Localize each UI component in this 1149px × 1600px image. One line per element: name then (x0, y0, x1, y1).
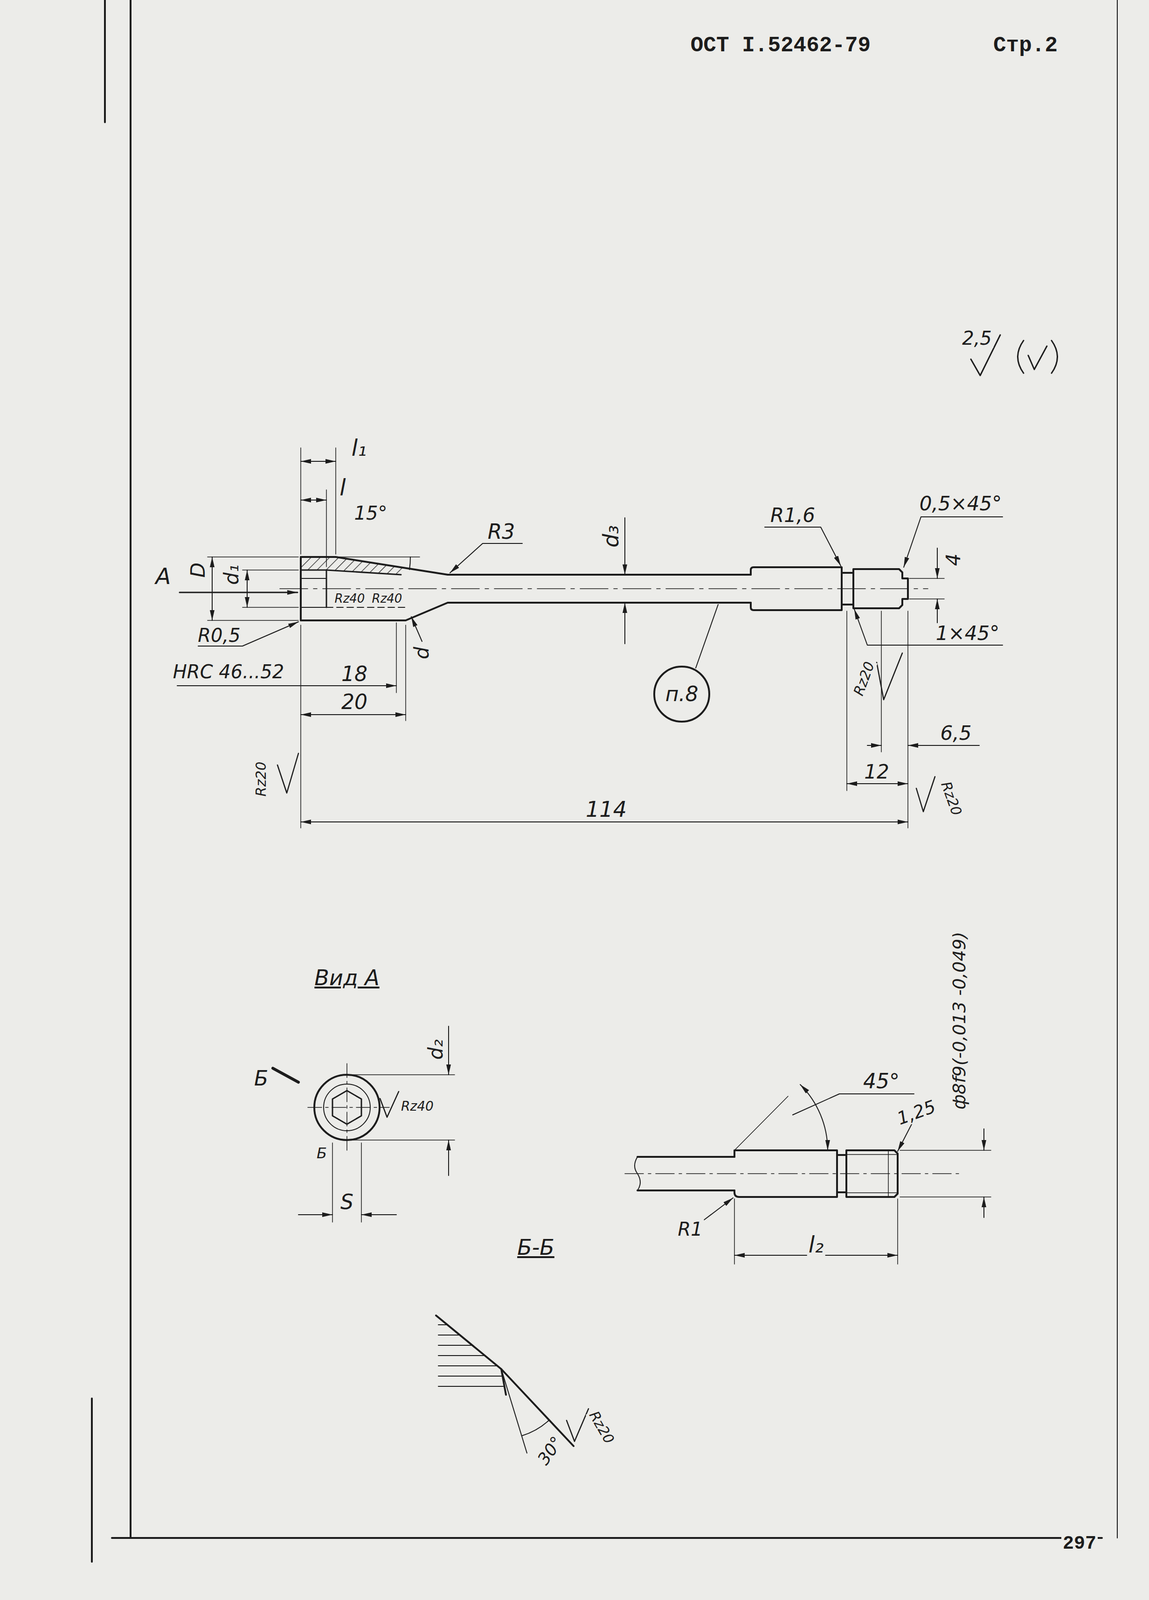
drawing-label: R3 (486, 520, 517, 543)
drawing-label: d₁ (221, 562, 243, 587)
drawing-label: HRC 46...52 (171, 661, 286, 682)
drawing-label: 30° (533, 1432, 567, 1469)
drawing-label: 4 (943, 552, 964, 568)
drawing-label: Rz20 (937, 778, 965, 819)
drawing-label: d (411, 645, 433, 661)
callout-circle: п.8 (653, 665, 711, 723)
drawing-label: D (187, 560, 209, 579)
drawing-label: d₂ (425, 1037, 447, 1061)
drawing-label: Rz20 (585, 1406, 618, 1447)
drawing-label: R1 (676, 1218, 704, 1239)
drawing-label: 6,5 (939, 722, 974, 744)
drawing-label: 297 (1061, 1533, 1098, 1554)
drawing-label: Rz20 (253, 760, 269, 798)
drawing-label: R0,5 (196, 625, 242, 645)
drawing-label: 20 (339, 691, 369, 713)
drawing-label: 0,5×45° (918, 493, 1004, 514)
drawing-label: 12 (862, 761, 891, 783)
drawing-label: l₂ (807, 1232, 826, 1256)
drawing-label: Б-Б (515, 1235, 556, 1259)
drawing-label: 1,25 (893, 1096, 940, 1129)
drawing-label: l (338, 475, 347, 499)
drawing-label: Rz40 (333, 591, 367, 605)
drawing-label: d₃ (599, 523, 623, 549)
drawing-label: A (154, 564, 173, 588)
drawing-label: 1×45° (934, 622, 1001, 644)
drawing-label: l₁ (350, 436, 369, 460)
drawing-label: 15° (353, 503, 389, 523)
drawing-label: S (339, 1190, 355, 1213)
drawing-label: 45° (861, 1070, 901, 1092)
drawing-label: ф8f9(-0,013 -0,049) (949, 930, 969, 1111)
drawing-label: R1,6 (768, 505, 817, 526)
drawing-label: Б (315, 1144, 329, 1161)
drawing-label: Стр.2 (991, 34, 1060, 57)
drawing-label: 2,5 (960, 328, 994, 348)
callout-text: п.8 (665, 683, 699, 705)
drawing-label: 114 (584, 797, 629, 821)
drawing-label: Б (252, 1067, 270, 1089)
drawing-label: Вид А (312, 966, 381, 989)
drawing-label: ОСТ I.52462-79 (689, 34, 873, 57)
drawing-label: Rz40 (370, 591, 404, 605)
drawing-label: 18 (339, 663, 369, 685)
drawing-label: Rz40 (399, 1099, 436, 1114)
drawing-label: Rz20 (850, 658, 878, 700)
